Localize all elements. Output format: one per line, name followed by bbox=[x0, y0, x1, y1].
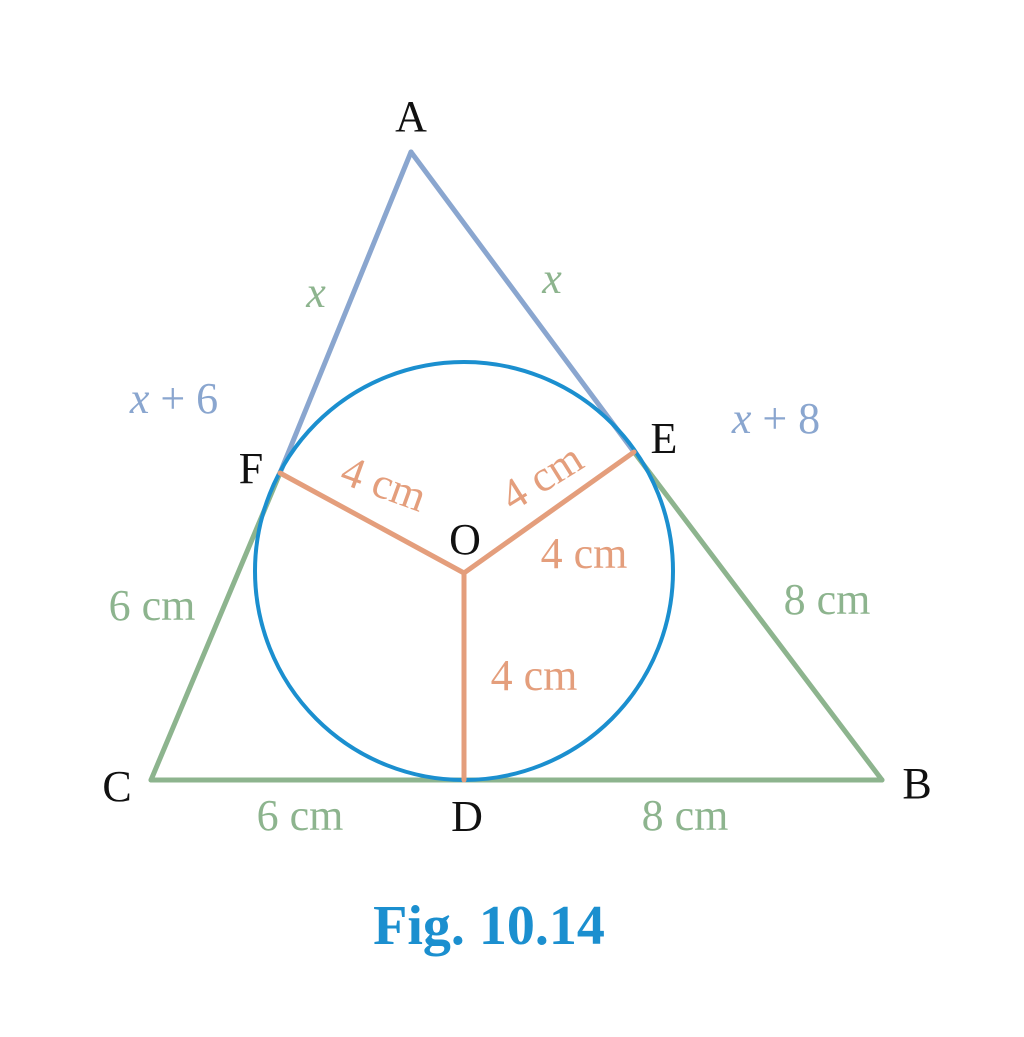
radius-label-od: 4 cm bbox=[491, 651, 578, 700]
radius-label-oe-lower: 4 cm bbox=[541, 529, 628, 578]
segment-label-cd: 6 cm bbox=[257, 791, 344, 840]
point-label-o: O bbox=[449, 515, 481, 564]
figure-caption: Fig. 10.14 bbox=[373, 895, 605, 957]
side-expression-ab-rest: + 8 bbox=[751, 394, 820, 443]
segment-label-ae: x bbox=[541, 254, 562, 303]
segment-label-db: 8 cm bbox=[642, 791, 729, 840]
point-label-c: C bbox=[102, 762, 131, 811]
side-expression-ab: x + 8 bbox=[731, 394, 820, 443]
side-expression-ac-variable: x bbox=[129, 374, 150, 423]
side-af bbox=[277, 149, 414, 476]
segment-label-be: 8 cm bbox=[784, 575, 871, 624]
point-label-e: E bbox=[651, 414, 678, 463]
point-label-f: F bbox=[239, 444, 263, 493]
segment-label-cf: 6 cm bbox=[109, 581, 196, 630]
side-expression-ab-variable: x bbox=[731, 394, 752, 443]
side-eb bbox=[631, 449, 885, 783]
radius-oe bbox=[461, 449, 637, 576]
side-expression-ac-rest: + 6 bbox=[149, 374, 218, 423]
side-expression-ac: x + 6 bbox=[129, 374, 218, 423]
radius-label-oe-upper: 4 cm bbox=[492, 433, 592, 521]
radius-of bbox=[277, 470, 467, 576]
point-label-b: B bbox=[902, 759, 931, 808]
side-ae bbox=[408, 149, 637, 455]
segment-label-af: x bbox=[305, 268, 326, 317]
point-label-a: A bbox=[395, 92, 427, 141]
point-label-d: D bbox=[451, 792, 483, 841]
